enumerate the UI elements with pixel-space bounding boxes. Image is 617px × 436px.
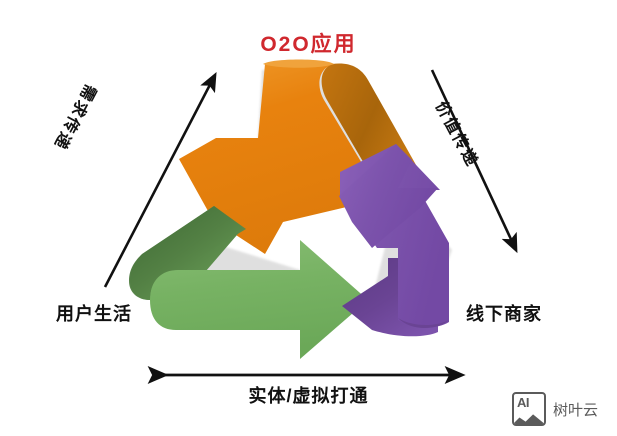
watermark: AI 树叶云 [512,392,598,426]
ai-badge-text: AI [517,395,530,410]
label-offline-merchant: 线下商家 [466,304,542,324]
page-title: O2O应用 [260,33,357,56]
watermark-text: 树叶云 [553,401,599,419]
arrow-value-transfer [430,69,518,254]
label-user-life: 用户生活 [56,304,132,324]
label-physical-virtual-link: 实体/虚拟打通 [248,386,369,406]
mountain-glyph [514,414,544,424]
green-arrow [129,206,368,359]
image-placeholder-icon: AI [512,392,546,426]
arrow-demand-transfer [103,71,217,288]
purple-arrow [339,144,449,337]
